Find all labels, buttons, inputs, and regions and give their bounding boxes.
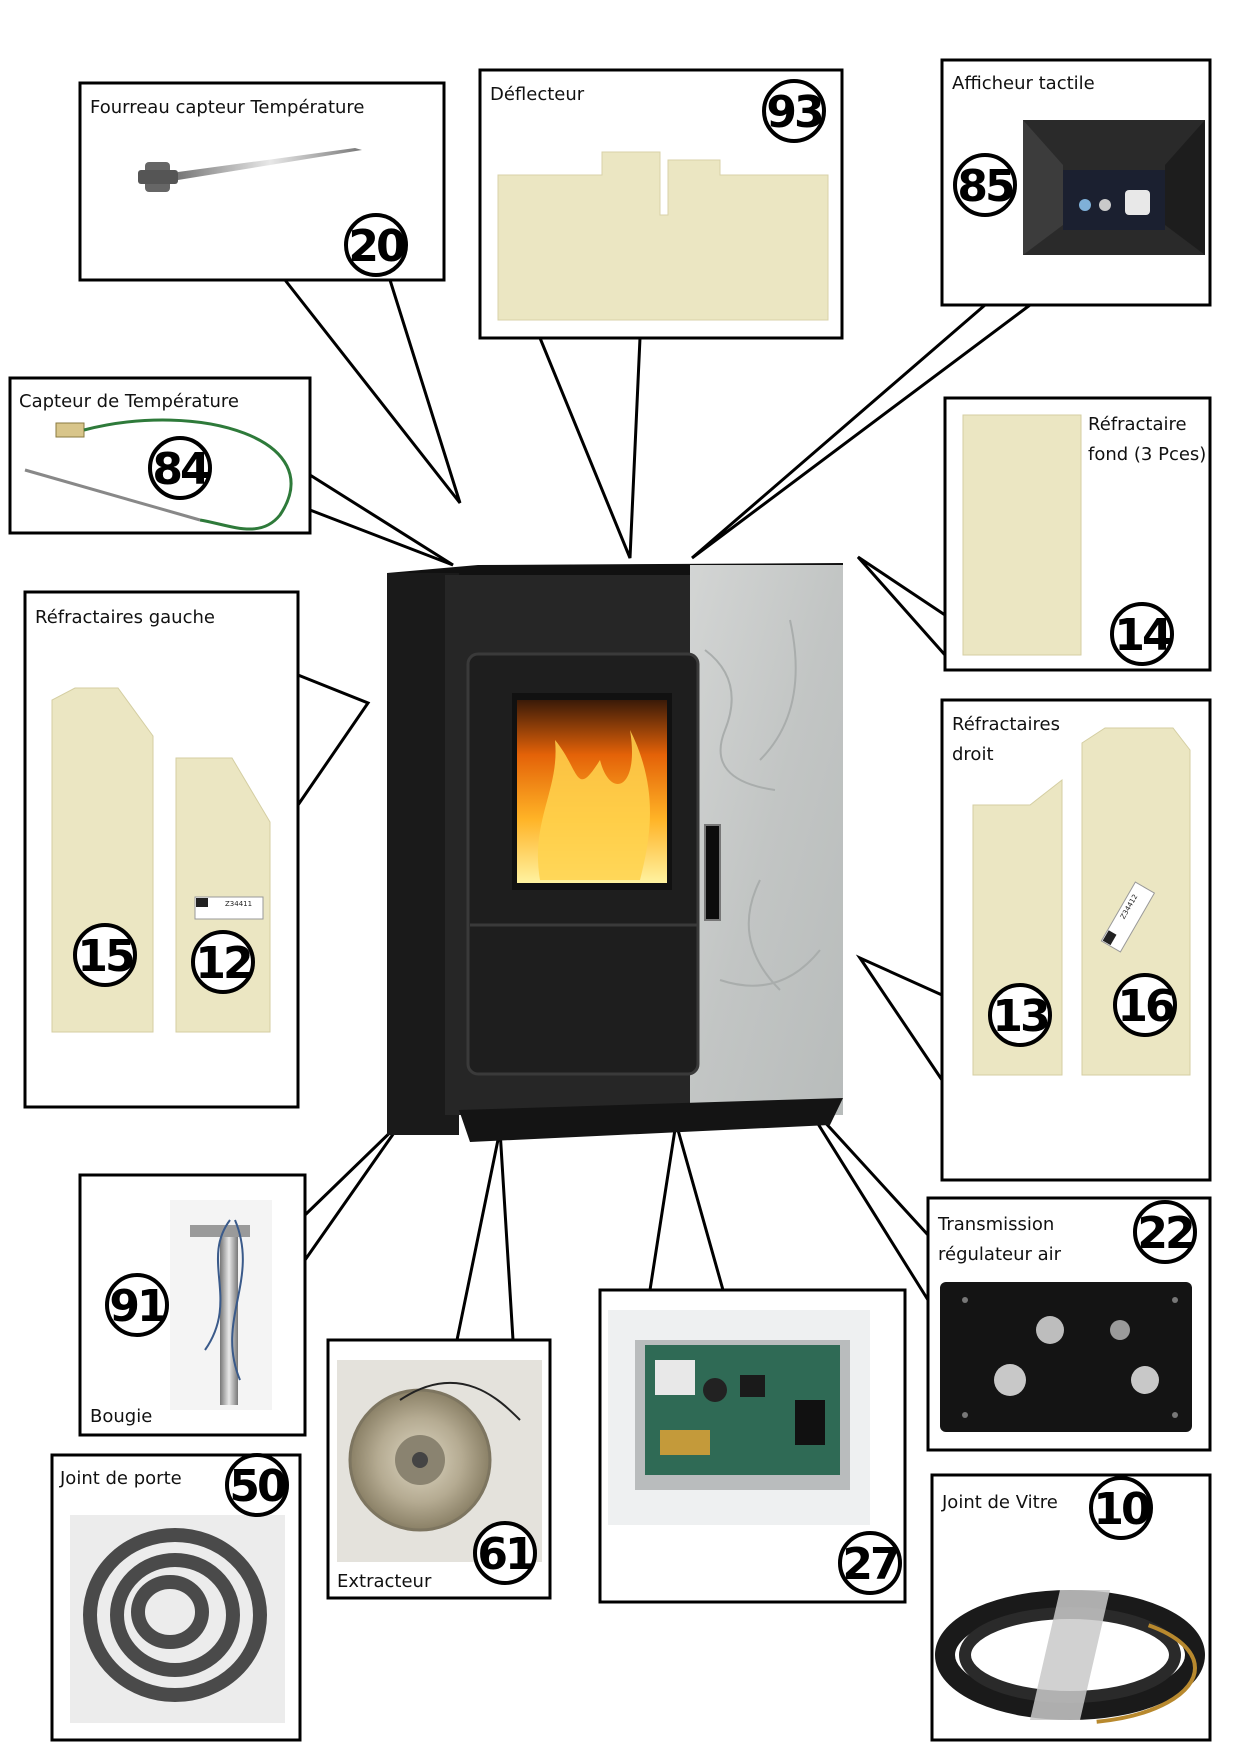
svg-text:14: 14 (1114, 610, 1171, 661)
part-number-badge (838, 1531, 902, 1595)
svg-text:27: 27 (842, 1539, 898, 1590)
part-box-10: Joint de Vitre 10 (930, 1473, 1212, 1742)
leader-91 (303, 1118, 405, 1261)
part-number-badge (1110, 602, 1174, 666)
part-number-badge (73, 923, 137, 987)
stone-texture (704, 619, 821, 991)
svg-text:15: 15 (77, 931, 133, 982)
thermo-sheath-photo (138, 148, 362, 192)
touch-display-photo (1023, 120, 1205, 255)
part-box-84: Capteur de Température 84 (8, 376, 312, 535)
part-label: Extracteur (337, 1571, 432, 1592)
part-label: Réfractaires gauche (35, 607, 215, 628)
svg-text:12: 12 (195, 938, 250, 989)
svg-text:20: 20 (348, 221, 405, 272)
sticker-label: Z34412 (1100, 881, 1156, 953)
part-label: Afficheur tactile (952, 73, 1095, 94)
leader-20 (283, 279, 462, 504)
svg-text:50: 50 (229, 1461, 286, 1512)
part-label: Réfractaire fond (3 Pces) (1088, 414, 1206, 465)
refractory-photo (962, 414, 1082, 656)
svg-text:Z34411: Z34411 (225, 900, 252, 908)
part-number-badge (105, 1273, 169, 1337)
part-number-badge (1133, 1200, 1197, 1264)
leader-27 (648, 1122, 725, 1291)
svg-text:13: 13 (992, 991, 1048, 1042)
part-label: Réfractaires droit (952, 714, 1066, 765)
igniter-photo (170, 1200, 272, 1410)
svg-text:10: 10 (1093, 1484, 1150, 1535)
part-box-left-refractories: Réfractaires gauche Z34411 15 12 (23, 590, 300, 1109)
part-box-85: Afficheur tactile 85 (940, 58, 1212, 307)
part-number-badge (344, 213, 408, 277)
part-label: Déflecteur (490, 84, 585, 105)
part-label: Joint de porte (59, 1468, 182, 1489)
part-label: Bougie (90, 1406, 152, 1427)
svg-text:22: 22 (1137, 1208, 1192, 1259)
part-number-badge (1113, 973, 1177, 1037)
part-box-14: Réfractaire fond (3 Pces) 14 (943, 396, 1212, 672)
svg-text:16: 16 (1117, 981, 1174, 1032)
part-label: Capteur de Température (19, 391, 239, 412)
part-number-badge (953, 153, 1017, 217)
leader-61 (455, 1129, 515, 1341)
leader-14 (856, 555, 947, 656)
pellet-stove (387, 563, 843, 1142)
part-label: Joint de Vitre (941, 1492, 1058, 1513)
control-board-photo (608, 1310, 870, 1525)
door-seal-rope-photo (70, 1515, 285, 1723)
part-number-badge (473, 1521, 537, 1585)
part-label: Transmission régulateur air (937, 1214, 1062, 1265)
part-number-badge (762, 79, 826, 143)
glass-seal-tape-photo (935, 1590, 1205, 1725)
part-box-93: Déflecteur 93 (478, 68, 844, 340)
leader-left-refractories (296, 673, 371, 806)
leader-85 (691, 303, 1031, 560)
part-box-91: Bougie 91 (78, 1173, 307, 1437)
temperature-sensor-photo (24, 418, 293, 531)
svg-text:85: 85 (957, 161, 1013, 212)
part-number-badge (1089, 1476, 1153, 1540)
sticker-label: Z34411 (194, 896, 264, 920)
part-number-badge (225, 1453, 289, 1517)
svg-text:84: 84 (152, 444, 209, 495)
part-box-61: Extracteur 61 (326, 1338, 552, 1600)
svg-text:91: 91 (109, 1281, 165, 1332)
part-label: Fourreau capteur Température (90, 97, 365, 118)
leader-93 (538, 337, 642, 559)
flame (537, 730, 650, 880)
svg-text:93: 93 (766, 87, 822, 138)
leader-84 (309, 473, 454, 567)
part-box-27: 27 (598, 1288, 907, 1604)
part-number-badge (148, 436, 212, 500)
door-handle (704, 824, 721, 921)
leader-right-refractories (855, 954, 944, 1081)
leader-22 (798, 1093, 930, 1301)
air-regulator-plate-photo (940, 1282, 1192, 1432)
part-box-50: Joint de porte 50 (50, 1453, 302, 1742)
part-number-badge (191, 930, 255, 994)
svg-text:61: 61 (477, 1529, 533, 1580)
part-box-22: Transmission régulateur air 22 (926, 1196, 1212, 1452)
part-number-badge (988, 983, 1052, 1047)
part-box-right-refractories: Réfractaires droit Z34412 13 16 (940, 698, 1212, 1182)
deflector-photo (497, 151, 829, 321)
stove-base (459, 1098, 843, 1142)
part-box-20: Fourreau capteur Température 20 (78, 81, 446, 282)
